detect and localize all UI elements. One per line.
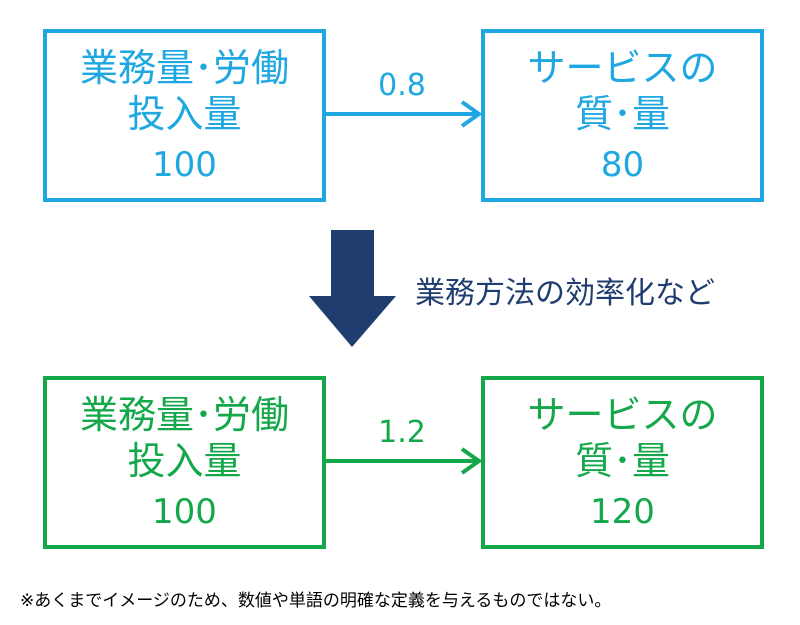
bottom-output-label-line2: 質･量 bbox=[574, 438, 670, 483]
bottom-output-value: 120 bbox=[590, 491, 655, 532]
bottom-ratio-label: 1.2 bbox=[378, 415, 426, 450]
top-ratio-arrow bbox=[326, 100, 483, 128]
top-ratio-label: 0.8 bbox=[378, 68, 426, 103]
bottom-input-box: 業務量･労働 投入量 100 bbox=[43, 376, 326, 549]
down-arrow bbox=[309, 230, 396, 347]
top-output-box: サービスの 質･量 80 bbox=[481, 29, 764, 202]
top-input-box: 業務量･労働 投入量 100 bbox=[43, 29, 326, 202]
top-output-label-line2: 質･量 bbox=[574, 91, 670, 136]
bottom-output-box: サービスの 質･量 120 bbox=[481, 376, 764, 549]
bottom-output-label-line1: サービスの bbox=[527, 392, 718, 437]
bottom-ratio-arrow bbox=[326, 447, 483, 475]
top-input-value: 100 bbox=[152, 144, 217, 185]
bottom-input-value: 100 bbox=[152, 491, 217, 532]
top-output-label-line1: サービスの bbox=[527, 45, 718, 90]
bottom-input-label-line1: 業務量･労働 bbox=[79, 392, 289, 437]
bottom-input-label-line2: 投入量 bbox=[127, 438, 242, 483]
footnote: ※あくまでイメージのため、数値や単語の明確な定義を与えるものではない。 bbox=[20, 591, 612, 611]
process-improvement-label: 業務方法の効率化など bbox=[415, 276, 715, 311]
top-input-label-line1: 業務量･労働 bbox=[79, 45, 289, 90]
top-input-label-line2: 投入量 bbox=[127, 91, 242, 136]
top-output-value: 80 bbox=[600, 144, 645, 185]
